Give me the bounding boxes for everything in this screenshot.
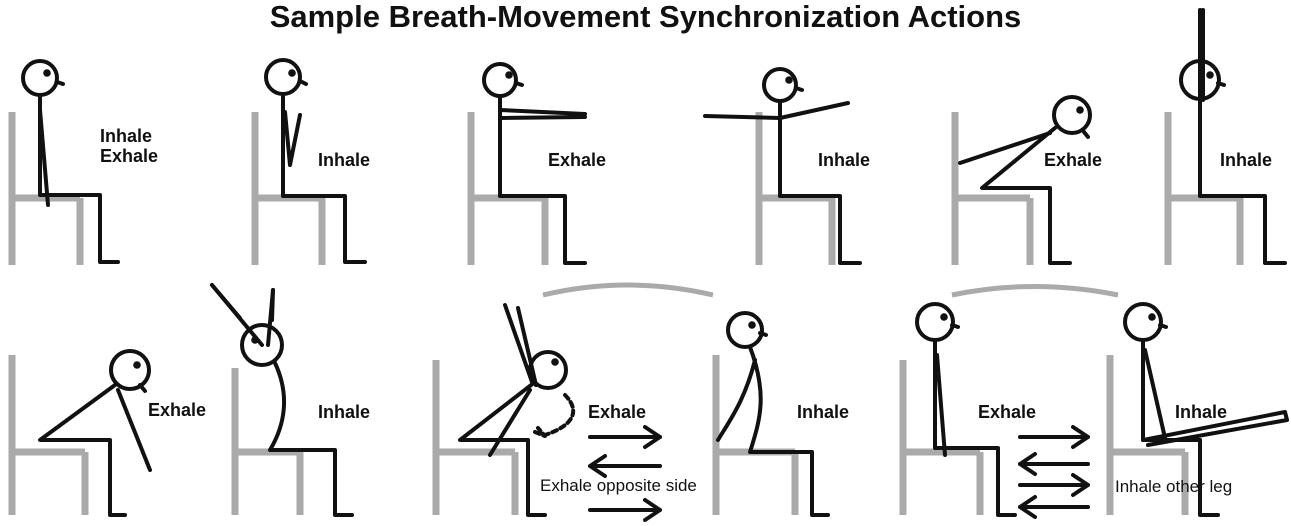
- label-r1-1a: Inhale: [100, 126, 153, 146]
- grouping-arc-2: [951, 284, 1119, 298]
- figure-3-seated: [482, 62, 587, 265]
- label-r1-6: Inhale: [1220, 150, 1273, 170]
- label-r2-1: Exhale: [148, 400, 207, 420]
- chair-8: [231, 368, 304, 515]
- figure-4-seated: [703, 67, 862, 265]
- label-r1-4: Inhale: [818, 150, 871, 170]
- arrow-left-3: [1018, 495, 1090, 519]
- figure-2-seated: [264, 58, 367, 264]
- arrow-left-2: [1018, 452, 1090, 476]
- figure-7-folded: [38, 349, 152, 517]
- chair-11: [899, 360, 984, 515]
- arrow-right-3: [1018, 425, 1090, 449]
- arrow-right-2: [588, 498, 662, 522]
- chair-9: [432, 360, 519, 515]
- figure-9-twisting: [458, 303, 576, 517]
- label-r2-3: Exhale: [588, 402, 647, 422]
- label-r2-5: Inhale: [797, 402, 850, 422]
- label-r2-7: Inhale: [1175, 402, 1228, 422]
- label-r2-8: Inhale other leg: [1115, 477, 1233, 496]
- chair-3: [467, 112, 549, 265]
- figure-12-leg-raised: [1123, 302, 1289, 517]
- label-r2-2: Inhale: [318, 402, 371, 422]
- figure-8-leaning-back: [210, 283, 354, 517]
- figure-11-seated: [915, 302, 1017, 517]
- label-r2-4: Exhale opposite side: [540, 476, 697, 495]
- chair-4: [755, 112, 836, 265]
- chair-12: [1106, 355, 1189, 515]
- label-r1-2: Inhale: [318, 150, 371, 170]
- figure-1-seated: [21, 59, 120, 264]
- figure-10-seated: [716, 311, 830, 517]
- arrow-right-4: [1018, 473, 1090, 497]
- arrow-right-1: [588, 425, 662, 449]
- figure-6-arms-up: [1179, 8, 1287, 265]
- chair-7: [8, 355, 89, 515]
- grouping-arc-1: [542, 282, 714, 298]
- label-r1-3: Exhale: [548, 150, 607, 170]
- diagram-title: Sample Breath-Movement Synchronization A…: [269, 0, 1022, 34]
- label-r1-5: Exhale: [1044, 150, 1103, 170]
- label-r1-1b: Exhale: [100, 146, 159, 166]
- figure-5-leaning: [958, 95, 1092, 265]
- arrow-left-1: [588, 454, 662, 478]
- chair-5: [951, 112, 1034, 265]
- chair-6: [1164, 112, 1244, 265]
- label-r2-6: Exhale: [978, 402, 1037, 422]
